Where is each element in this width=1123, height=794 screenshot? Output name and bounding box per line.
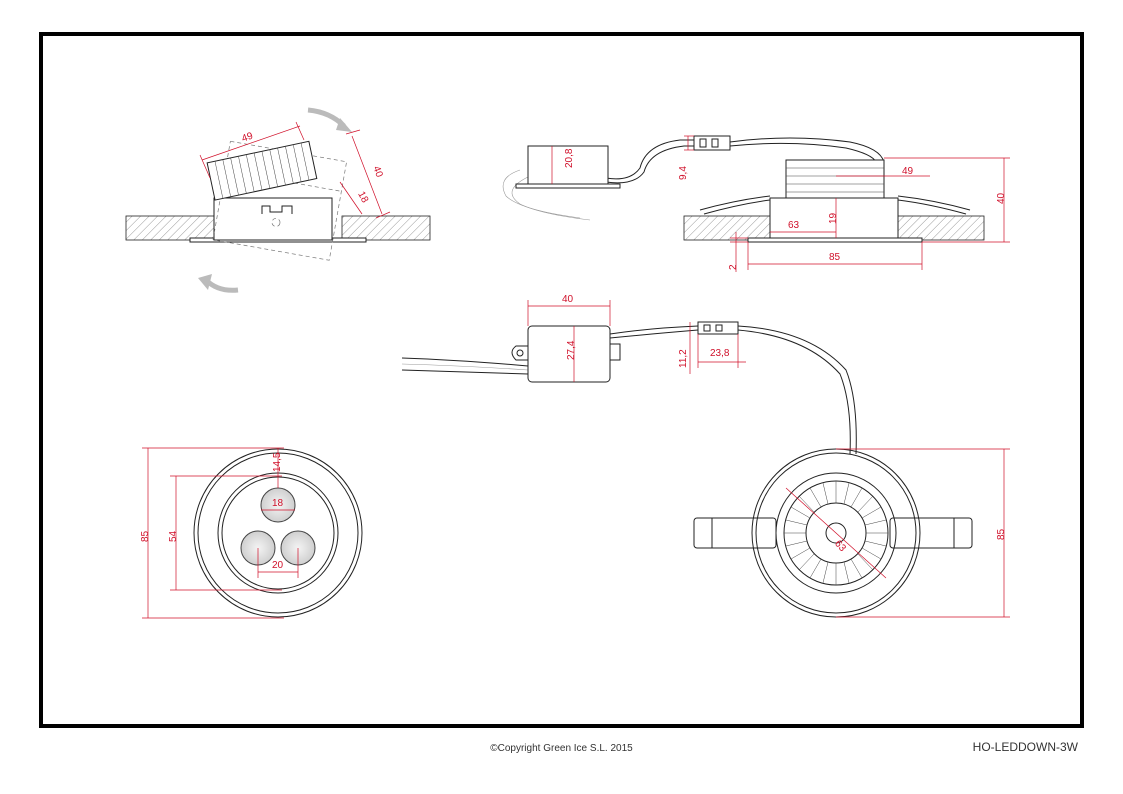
back-diameter-label: 63	[832, 538, 848, 554]
body-width-label: 63	[788, 220, 800, 231]
driver-side-height-label: 20,8	[564, 148, 575, 168]
connector-length-label: 23,8	[710, 348, 730, 359]
body-height-label: 19	[828, 212, 839, 224]
driver-width-label: 27,4	[566, 340, 577, 360]
back-view: 63 85	[693, 448, 1010, 618]
driver-side-view: 20,8	[502, 139, 694, 221]
tilt-height-label: 40	[370, 165, 384, 180]
drawing-frame	[39, 32, 1084, 728]
flange-label: 2	[728, 264, 739, 270]
diameter-label: 85	[829, 252, 841, 263]
copyright-text: ©Copyright Green Ice S.L. 2015	[490, 743, 633, 754]
model-code: HO-LEDDOWN-3W	[972, 740, 1078, 754]
side-view: 9,4 49 40 63 19 2 85	[678, 135, 1010, 272]
driver-top-view: 40 27,4 11,2 23,8	[401, 294, 857, 455]
ceiling-right	[341, 215, 431, 241]
ceiling-left-side	[683, 215, 771, 241]
connector-width-label: 11,2	[678, 349, 689, 368]
ceiling-right-side	[897, 215, 985, 241]
heatsink-width-label: 49	[902, 166, 914, 177]
lens-diameter-label: 18	[272, 498, 284, 509]
lens-spacing-label: 20	[272, 560, 284, 571]
front-offset-label: 14,5	[272, 452, 283, 472]
front-inner-label: 54	[168, 530, 179, 542]
tilt-width-label: 49	[240, 131, 255, 145]
ceiling-left	[125, 215, 215, 241]
tilt-view: 49 40 18	[125, 107, 431, 293]
front-outer-label: 85	[140, 530, 151, 542]
front-view: 85 54 14,5 18 20	[140, 447, 363, 619]
back-outer-label: 85	[996, 528, 1007, 540]
tilt-depth-label: 18	[355, 190, 370, 205]
total-height-label: 40	[996, 192, 1007, 204]
connector-height-label: 9,4	[678, 166, 689, 180]
driver-length-label: 40	[562, 294, 574, 305]
